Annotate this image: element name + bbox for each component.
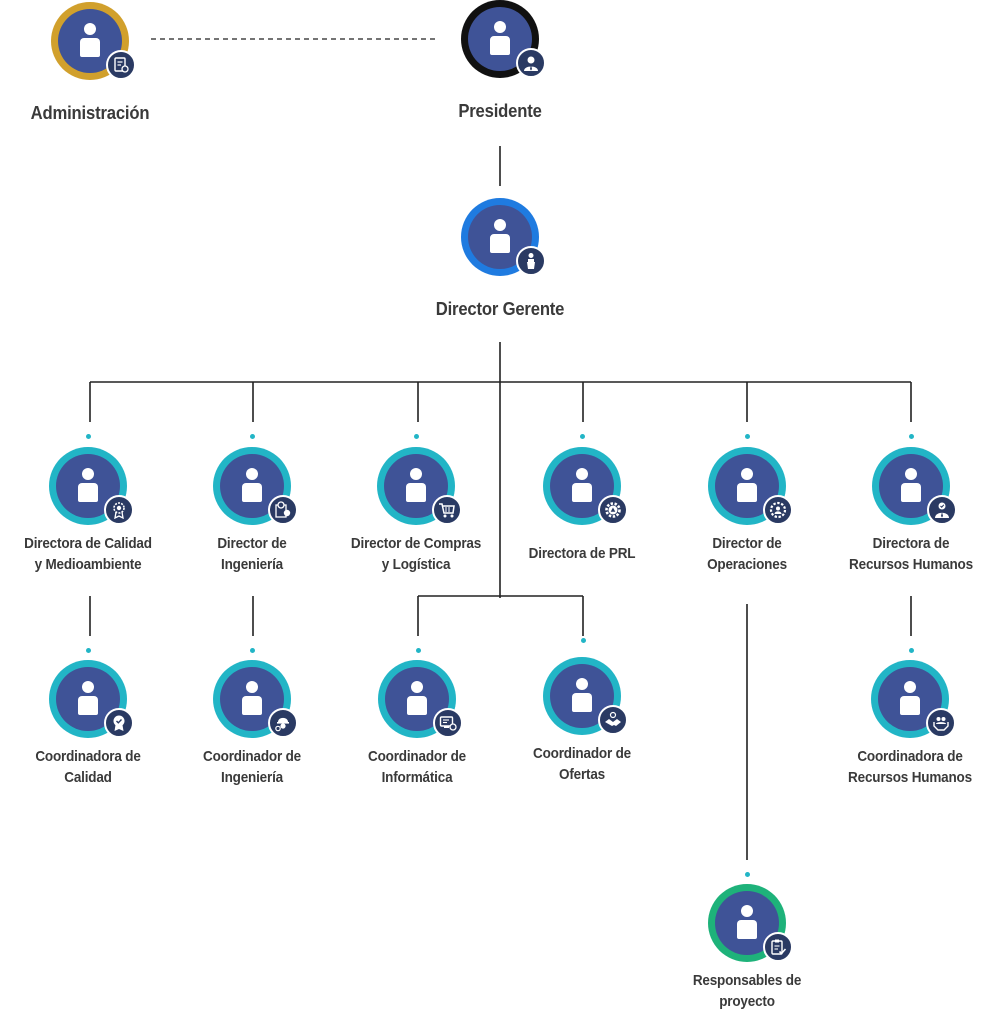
team-gear-icon	[763, 495, 793, 525]
avatar	[377, 447, 462, 525]
node-label: Director de Compras y Logística	[350, 535, 482, 573]
hands-people-icon	[926, 708, 956, 738]
avatar	[51, 2, 136, 80]
node-dir-ingenieria: Director de Ingeniería	[162, 447, 342, 575]
node-coord-informatica: Coordinador de Informática	[327, 660, 507, 788]
avatar	[213, 447, 298, 525]
node-label: Directora de Recursos Humanos	[849, 535, 973, 573]
node-label: Coordinadora de Recursos Humanos	[848, 748, 972, 786]
connector-dot	[744, 434, 750, 439]
avatar	[49, 447, 134, 525]
node-presidente: Presidente	[410, 0, 590, 121]
node-administracion: Administración	[0, 2, 180, 123]
verified-employee-icon	[927, 495, 957, 525]
avatar	[213, 660, 298, 738]
avatar	[543, 657, 628, 735]
avatar	[461, 198, 546, 276]
clipboard-check-icon	[763, 932, 793, 962]
connector-dot	[413, 434, 419, 439]
node-dir-prl: Directora de PRL	[492, 447, 672, 564]
connector-dot	[580, 638, 586, 643]
shopping-cart-icon	[432, 495, 462, 525]
node-dir-calidad: Directora de Calidad y Medioambiente	[0, 447, 178, 575]
businessman-icon	[516, 48, 546, 78]
node-label: Administración	[30, 102, 150, 123]
node-dir-operaciones: Director de Operaciones	[657, 447, 837, 575]
connector-dot	[908, 648, 914, 653]
avatar	[543, 447, 628, 525]
connector-dot	[579, 434, 585, 439]
connector-dot	[908, 434, 914, 439]
avatar	[461, 0, 546, 78]
connector-dot	[249, 648, 255, 653]
connector-dot	[415, 648, 421, 653]
checklist-gear-icon	[106, 50, 136, 80]
node-coord-ingenieria: Coordinador de Ingeniería	[162, 660, 342, 788]
avatar	[872, 447, 957, 525]
quality-badge-icon	[104, 708, 134, 738]
podium-speaker-icon	[516, 246, 546, 276]
node-label: Director Gerente	[435, 298, 565, 319]
avatar	[708, 884, 793, 962]
node-dir-rrhh: Directora de Recursos Humanos	[821, 447, 994, 575]
node-label: Directora de PRL	[528, 545, 636, 562]
connector-dot	[744, 872, 750, 877]
connector-dot	[85, 648, 91, 653]
avatar	[871, 660, 956, 738]
connector-dot	[85, 434, 91, 439]
node-dir-compras: Director de Compras y Logística	[326, 447, 506, 575]
node-label: Director de Operaciones	[707, 535, 787, 573]
node-coord-rrhh: Coordinadora de Recursos Humanos	[820, 660, 994, 788]
node-resp-proyecto: Responsables de proyecto	[657, 884, 837, 1012]
node-coord-calidad: Coordinadora de Calidad	[0, 660, 178, 788]
award-gear-icon	[104, 495, 134, 525]
node-label: Presidente	[458, 100, 542, 121]
node-label: Coordinador de Ingeniería	[203, 748, 301, 786]
node-coord-ofertas: Coordinador de Ofertas	[492, 657, 672, 785]
node-director-gerente: Director Gerente	[410, 198, 590, 319]
node-label: Directora de Calidad y Medioambiente	[24, 535, 152, 573]
connector-dot	[249, 434, 255, 439]
safety-gear-icon	[598, 495, 628, 525]
node-label: Coordinador de Ofertas	[533, 745, 631, 783]
node-label: Responsables de proyecto	[692, 972, 802, 1010]
node-label: Director de Ingeniería	[217, 535, 287, 573]
avatar	[49, 660, 134, 738]
engineer-helmet-icon	[268, 708, 298, 738]
engineering-document-icon	[268, 495, 298, 525]
node-label: Coordinadora de Calidad	[35, 748, 141, 786]
avatar	[378, 660, 463, 738]
avatar	[708, 447, 793, 525]
handshake-icon	[598, 705, 628, 735]
node-label: Coordinador de Informática	[368, 748, 466, 786]
computer-settings-icon	[433, 708, 463, 738]
